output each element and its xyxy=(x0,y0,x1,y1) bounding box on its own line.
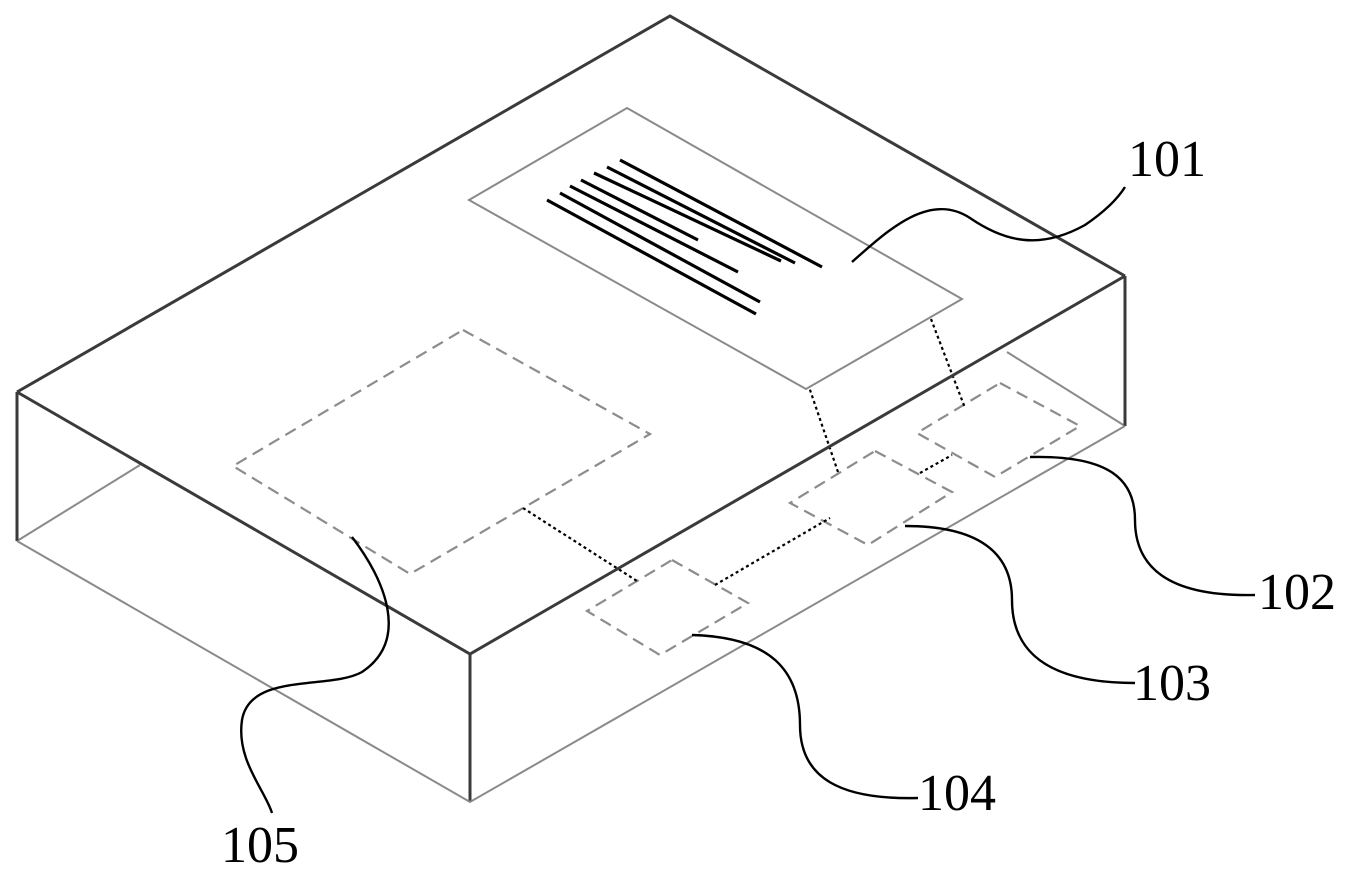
link-label-to-102 xyxy=(929,318,967,409)
ref-label-102: 102 xyxy=(1258,564,1336,621)
link-label-to-103 xyxy=(806,383,840,473)
component-105-outline xyxy=(230,328,653,576)
leader-104 xyxy=(691,633,919,800)
box-outline xyxy=(15,14,1127,804)
label-text-lines xyxy=(546,158,823,316)
component-104-outline xyxy=(584,558,751,657)
leader-103 xyxy=(904,524,1136,685)
leader-101 xyxy=(851,186,1127,263)
top-face-back-edges xyxy=(16,14,1126,394)
ref-label-105: 105 xyxy=(221,817,299,874)
text-line-4 xyxy=(580,178,699,242)
dotted-connections xyxy=(522,318,967,586)
bottom-front-edges xyxy=(16,425,1126,804)
hidden-edge-left xyxy=(16,464,141,542)
leader-lines xyxy=(239,186,1256,814)
link-104-to-103 xyxy=(714,517,831,586)
label-sticker-101 xyxy=(466,106,965,391)
text-line-2 xyxy=(606,165,796,265)
link-105-to-104 xyxy=(522,507,638,582)
text-line-5 xyxy=(569,184,739,274)
link-103-to-102 xyxy=(919,454,953,474)
hidden-edge-right xyxy=(1006,351,1126,427)
text-line-3 xyxy=(593,171,782,263)
ref-label-103: 103 xyxy=(1133,655,1211,712)
text-line-7 xyxy=(546,198,757,316)
ref-label-104: 104 xyxy=(918,765,996,822)
ref-label-101: 101 xyxy=(1128,131,1206,188)
text-line-6 xyxy=(559,191,761,304)
component-103-outline xyxy=(787,449,955,547)
label-sticker-outline xyxy=(466,106,965,391)
leader-102 xyxy=(1029,455,1256,597)
top-face-front-edges xyxy=(16,274,1126,656)
box-hidden-edges xyxy=(16,351,1126,542)
component-102-outline xyxy=(914,381,1083,479)
leader-105 xyxy=(239,536,390,814)
text-line-1 xyxy=(619,158,823,269)
